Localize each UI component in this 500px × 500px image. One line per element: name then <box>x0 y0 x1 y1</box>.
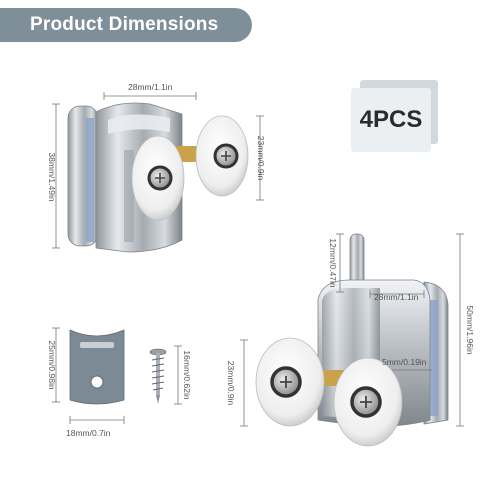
label-roller-height: 38mm/1.49in <box>47 152 57 202</box>
quantity-badge: 4PCS <box>351 88 431 152</box>
screw-image <box>149 348 167 404</box>
dimension-lines-bottom <box>240 233 464 427</box>
dimension-lines-screw <box>174 345 182 405</box>
title-banner <box>0 8 252 42</box>
label-wheel-diameter: 23mm/0.9in <box>256 135 266 181</box>
roller-bottom-image <box>255 233 449 447</box>
roller-top-image <box>67 102 249 253</box>
quantity-label: 4PCS <box>359 106 423 133</box>
dimension-lines-plate <box>52 327 125 424</box>
label-bottom-width: 28mm/1.1in <box>374 292 419 302</box>
label-roller-width: 28mm/1.1in <box>128 82 173 92</box>
label-plate-width: 18mm/0.7in <box>66 428 111 438</box>
label-bottom-wheel-diameter: 23mm/0.9in <box>226 360 236 406</box>
page-title: Product Dimensions <box>30 14 219 35</box>
label-screw-length: 16mm/0.62in <box>182 350 192 400</box>
label-pin-height: 12mm/0.47in <box>328 238 338 288</box>
label-total-height: 50mm/1.96in <box>465 305 475 355</box>
label-plate-height: 25mm/0.98in <box>47 340 57 390</box>
label-gap: 5mm/0.19in <box>382 357 427 367</box>
mounting-plate-image <box>69 329 125 405</box>
dimension-lines-top <box>52 92 264 249</box>
